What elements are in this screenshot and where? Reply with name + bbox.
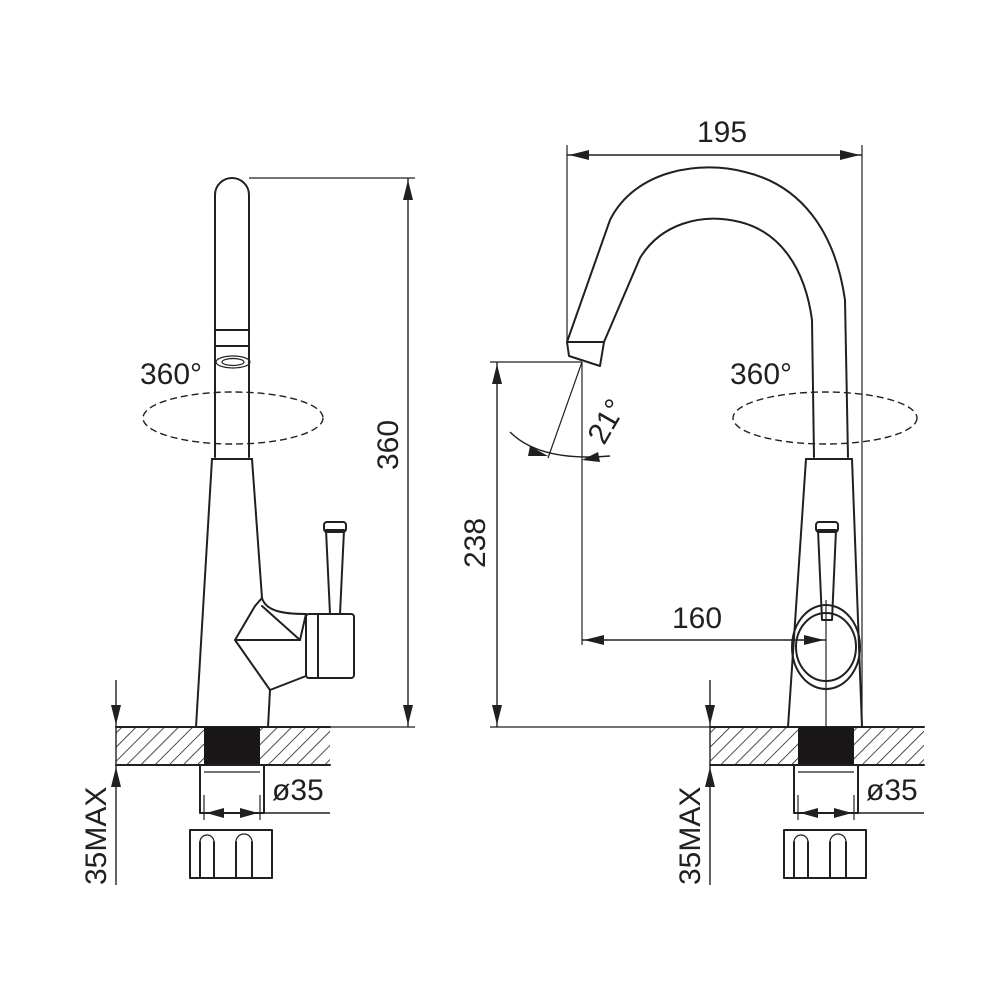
left-mounting-hole <box>204 727 260 765</box>
left-diameter-label: ø35 <box>272 774 324 807</box>
right-fixing-assembly <box>783 764 867 879</box>
right-spout-height-dimension: 238 <box>459 361 710 728</box>
left-countertop <box>115 726 331 766</box>
right-spout-height-label: 238 <box>459 518 492 568</box>
right-angle-dimension: 21° <box>509 361 633 470</box>
right-offset-label: 160 <box>672 602 722 635</box>
right-countertop <box>709 726 925 766</box>
right-reach-label: 195 <box>697 116 747 149</box>
left-rotation-indicator: 360° <box>140 358 324 445</box>
left-thickness-label: 35MAX <box>80 787 113 885</box>
left-rotation-label: 360° <box>140 358 202 391</box>
left-thickness-dimension: 35MAX <box>80 680 121 885</box>
right-mounting-hole <box>798 727 854 765</box>
left-height-label: 360 <box>372 420 405 470</box>
left-height-dimension: 360 <box>249 177 415 728</box>
right-thickness-label: 35MAX <box>674 787 707 885</box>
left-fixing-assembly <box>189 764 273 879</box>
right-diameter-label: ø35 <box>866 774 918 807</box>
right-angle-label: 21° <box>581 394 632 450</box>
left-diameter-dimension: ø35 <box>203 774 330 820</box>
right-faucet-body <box>566 166 863 728</box>
right-rotation-label: 360° <box>730 358 792 391</box>
right-thickness-dimension: 35MAX <box>674 680 715 885</box>
right-rotation-indicator: 360° <box>730 358 918 445</box>
right-offset-dimension: 160 <box>581 470 826 645</box>
right-view: 360° 195 238 21° <box>459 116 925 885</box>
left-view: 360° 360 ø35 <box>80 177 415 885</box>
left-faucet-body <box>195 177 355 728</box>
right-diameter-dimension: ø35 <box>797 774 924 820</box>
right-reach-dimension: 195 <box>566 116 863 727</box>
